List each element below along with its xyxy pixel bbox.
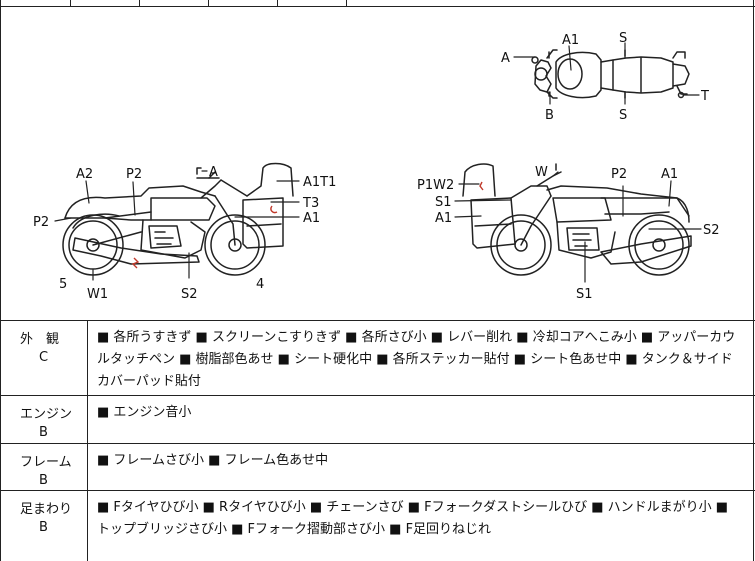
top-view-motorcycle [531,49,690,99]
label-5-left: 5 [59,277,67,292]
label-S-top: S [619,31,627,46]
row-grade: B [39,425,48,440]
label-T3-left: T3 [302,196,319,211]
row-grade: B [39,520,48,535]
motorcycle-diagram: A A1 S B S T A2 P2 A A1T1 T3 A1 P2 5 W1 … [33,31,720,302]
row-notes: ■ Fタイヤひび小 ■ Rタイヤひび小 ■ チェーンさび ■ Fフォークダストシ… [97,500,729,537]
label-S2-right: S2 [703,223,720,238]
label-A-left: A [209,165,218,180]
label-W1-left: W1 [87,287,108,302]
row-frame: フレーム B ■ フレームさび小 ■ フレーム色あせ中 [1,444,755,491]
row-title: 外 観 [20,332,60,347]
row-notes: ■ フレームさび小 ■ フレーム色あせ中 [97,453,329,468]
row-title: フレーム [20,455,72,470]
label-A1-top: A1 [562,33,579,48]
label-S1-bottom-right: S1 [576,287,593,302]
row-suspension: 足まわり B ■ Fタイヤひび小 ■ Rタイヤひび小 ■ チェーンさび ■ Fフォ… [1,491,755,561]
label-A1T1-left: A1T1 [303,175,336,190]
label-A1-right: A1 [661,167,678,182]
label-T-top: T [700,89,709,104]
label-A1-mid-right: A1 [435,211,452,226]
row-notes: ■ 各所うすきず ■ スクリーンこすりきず ■ 各所さび小 ■ レバー削れ ■ … [97,330,736,389]
label-P2-front-left: P2 [33,215,49,230]
row-title: 足まわり [20,502,73,517]
top-table-strip [1,0,755,7]
label-4-left: 4 [256,277,264,292]
label-S-bottom: S [619,108,627,123]
label-P2-left: P2 [126,167,142,182]
row-grade: B [39,473,48,488]
damage-diagram: A A1 S B S T A2 P2 A A1T1 T3 A1 P2 5 W1 … [1,7,755,321]
row-exterior: 外 観 C ■ 各所うすきず ■ スクリーンこすりきず ■ 各所さび小 ■ レバー… [1,321,755,396]
label-S2-left: S2 [181,287,198,302]
label-A1-left: A1 [303,211,320,226]
label-P2-right: P2 [611,167,627,182]
label-A-top: A [501,51,510,66]
label-S1-right: S1 [435,195,452,210]
row-notes: ■ エンジン音小 [97,405,192,420]
row-title: エンジン [20,407,73,422]
label-B-top: B [545,108,554,123]
row-grade: C [39,350,49,365]
label-W-right: W [535,165,548,180]
right-side-motorcycle [462,163,692,276]
left-side-motorcycle [62,162,294,276]
row-engine: エンジン B ■ エンジン音小 [1,396,755,444]
label-P1W2-right: P1W2 [417,178,454,193]
label-A2-left: A2 [76,167,93,182]
